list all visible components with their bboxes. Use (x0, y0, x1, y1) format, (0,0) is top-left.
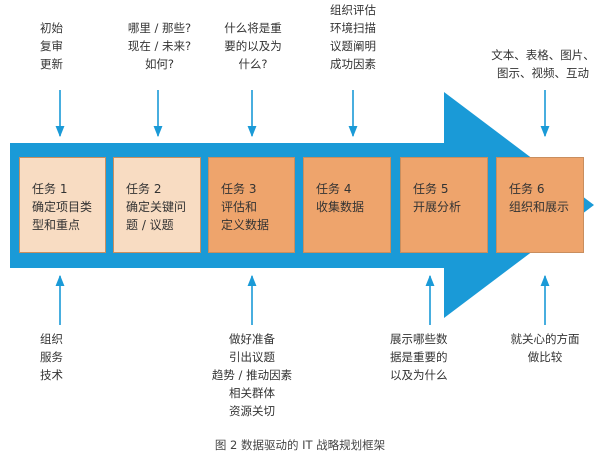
task-box-2: 任务 2 确定关键问 题 / 议题 (113, 157, 201, 253)
task-box-1: 任务 1 确定项目类 型和重点 (19, 157, 106, 253)
task-box-6: 任务 6 组织和展示 (496, 157, 584, 253)
task-label-3: 任务 3 评估和 定义数据 (221, 182, 270, 232)
top-note-4: 组织评估 环境扫描 议题阐明 成功因素 (330, 3, 376, 71)
task-label-2: 任务 2 确定关键问 题 / 议题 (126, 182, 187, 232)
task-label-1: 任务 1 确定项目类 型和重点 (32, 182, 93, 232)
figure-caption: 图 2 数据驱动的 IT 战略规划框架 (214, 438, 386, 452)
top-note-3: 什么将是重 要的以及为 什么? (224, 21, 282, 71)
bottom-note-2: 做好准备 引出议题 趋势 / 推动因素 相关群体 资源关切 (211, 332, 293, 418)
bottom-note-3: 展示哪些数 据是重要的 以及为什么 (390, 332, 448, 382)
bottom-note-4: 就关心的方面 做比较 (510, 332, 580, 364)
process-arrow (10, 92, 594, 318)
bottom-note-1: 组织 服务 技术 (40, 332, 63, 382)
top-note-1: 初始 复审 更新 (40, 21, 63, 71)
top-note-5: 文本、表格、图片、 图示、视频、互动 (491, 48, 595, 80)
task-label-6: 任务 6 组织和展示 (509, 182, 570, 214)
task-box-4: 任务 4 收集数据 (303, 157, 391, 253)
task-box-3: 任务 3 评估和 定义数据 (208, 157, 295, 253)
task-box-5: 任务 5 开展分析 (400, 157, 488, 253)
task-label-4: 任务 4 收集数据 (316, 182, 365, 214)
task-label-5: 任务 5 开展分析 (413, 182, 462, 214)
top-note-2: 哪里 / 那些? 现在 / 未来? 如何? (127, 21, 192, 71)
